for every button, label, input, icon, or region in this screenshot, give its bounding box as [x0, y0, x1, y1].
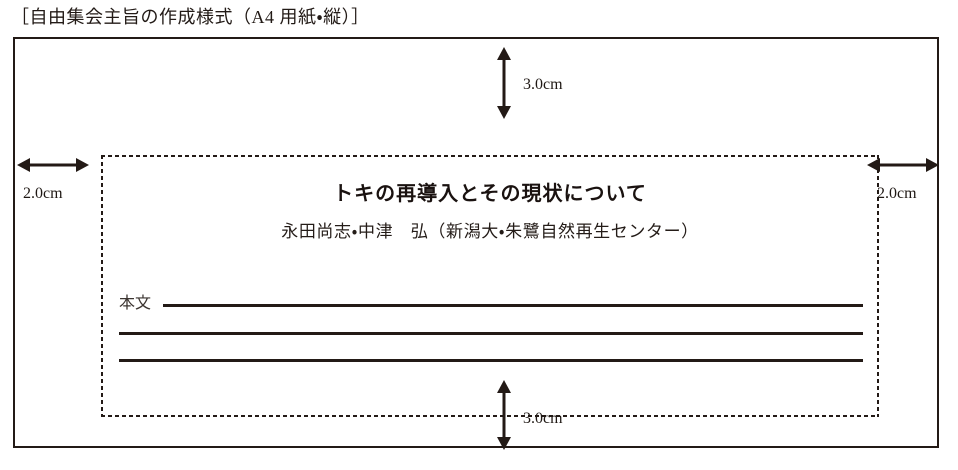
- text-area-border-right: [877, 155, 879, 417]
- left-margin-label: 2.0cm: [23, 185, 63, 202]
- text-area-border-bottom: [101, 415, 879, 417]
- arrow-head-right: [926, 158, 939, 172]
- document-authors: 永田尚志・中津 弘（新潟大・朱鷺自然再生センター）: [281, 222, 699, 241]
- right-margin-label: 2.0cm: [877, 185, 917, 202]
- page-outline: トキの再導入とその現状について 永田尚志・中津 弘（新潟大・朱鷺自然再生センター…: [13, 37, 939, 450]
- body-text-label: 本文: [119, 293, 152, 312]
- body-rule-line-3: [119, 359, 863, 362]
- arrow-head-left: [17, 158, 30, 172]
- left-margin-arrow-icon: [17, 152, 89, 178]
- arrow-shaft: [502, 390, 506, 440]
- text-area-border-top: [101, 155, 879, 157]
- right-margin-arrow-icon: [867, 152, 939, 178]
- body-rule-line-1: [163, 304, 863, 307]
- top-margin-arrow-icon: [491, 47, 517, 119]
- arrow-head-left: [867, 158, 880, 172]
- bottom-margin-label: 3.0cm: [523, 410, 563, 427]
- arrow-shaft: [502, 57, 506, 109]
- text-area-box: トキの再導入とその現状について 永田尚志・中津 弘（新潟大・朱鷺自然再生センター…: [101, 155, 879, 417]
- arrow-head-up: [497, 380, 511, 393]
- document-title: トキの再導入とその現状について: [333, 181, 647, 205]
- arrow-shaft: [877, 163, 929, 167]
- arrow-head-right: [76, 158, 89, 172]
- top-margin-label: 3.0cm: [523, 76, 563, 93]
- body-rule-line-2: [119, 332, 863, 335]
- arrow-head-up: [497, 47, 511, 60]
- text-area-border-left: [101, 155, 103, 417]
- arrow-head-down: [497, 106, 511, 119]
- arrow-head-down: [497, 437, 511, 450]
- figure-caption: ［自由集会主旨の作成様式（A4 用紙・縦）］: [11, 7, 370, 27]
- arrow-shaft: [27, 163, 79, 167]
- bottom-margin-arrow-icon: [491, 380, 517, 450]
